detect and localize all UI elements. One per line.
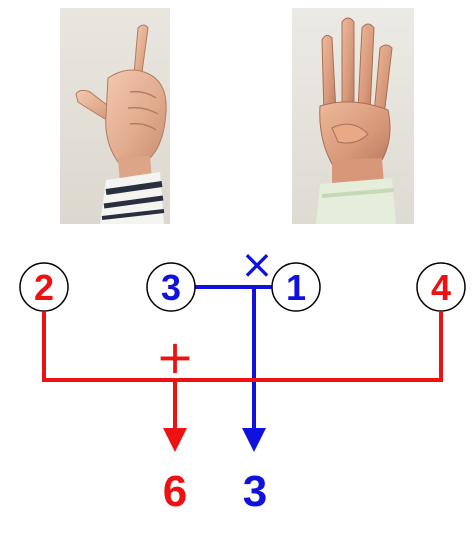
- circle-right-outer: [416, 262, 466, 312]
- right-outer-number: 4: [431, 267, 451, 308]
- product-arrow-icon: [242, 428, 266, 452]
- sum-connector-line: [42, 312, 443, 382]
- right-inner-number: 1: [286, 267, 306, 308]
- sum-result: 6: [163, 467, 187, 516]
- left-hand-photo: [60, 8, 170, 224]
- left-inner-number: 3: [161, 267, 181, 308]
- multiply-operator: ×: [240, 242, 274, 288]
- hand-pointing-icon: [60, 8, 170, 224]
- circle-left-outer: [19, 262, 69, 312]
- left-outer-number: 2: [34, 267, 54, 308]
- product-result: 3: [243, 467, 267, 516]
- circle-right-inner: [271, 262, 321, 312]
- right-hand-photo: [292, 8, 414, 224]
- sum-arrow-icon: [163, 428, 187, 452]
- hand-four-fingers-icon: [292, 8, 414, 224]
- circle-left-inner: [146, 262, 196, 312]
- add-operator: +: [156, 330, 195, 384]
